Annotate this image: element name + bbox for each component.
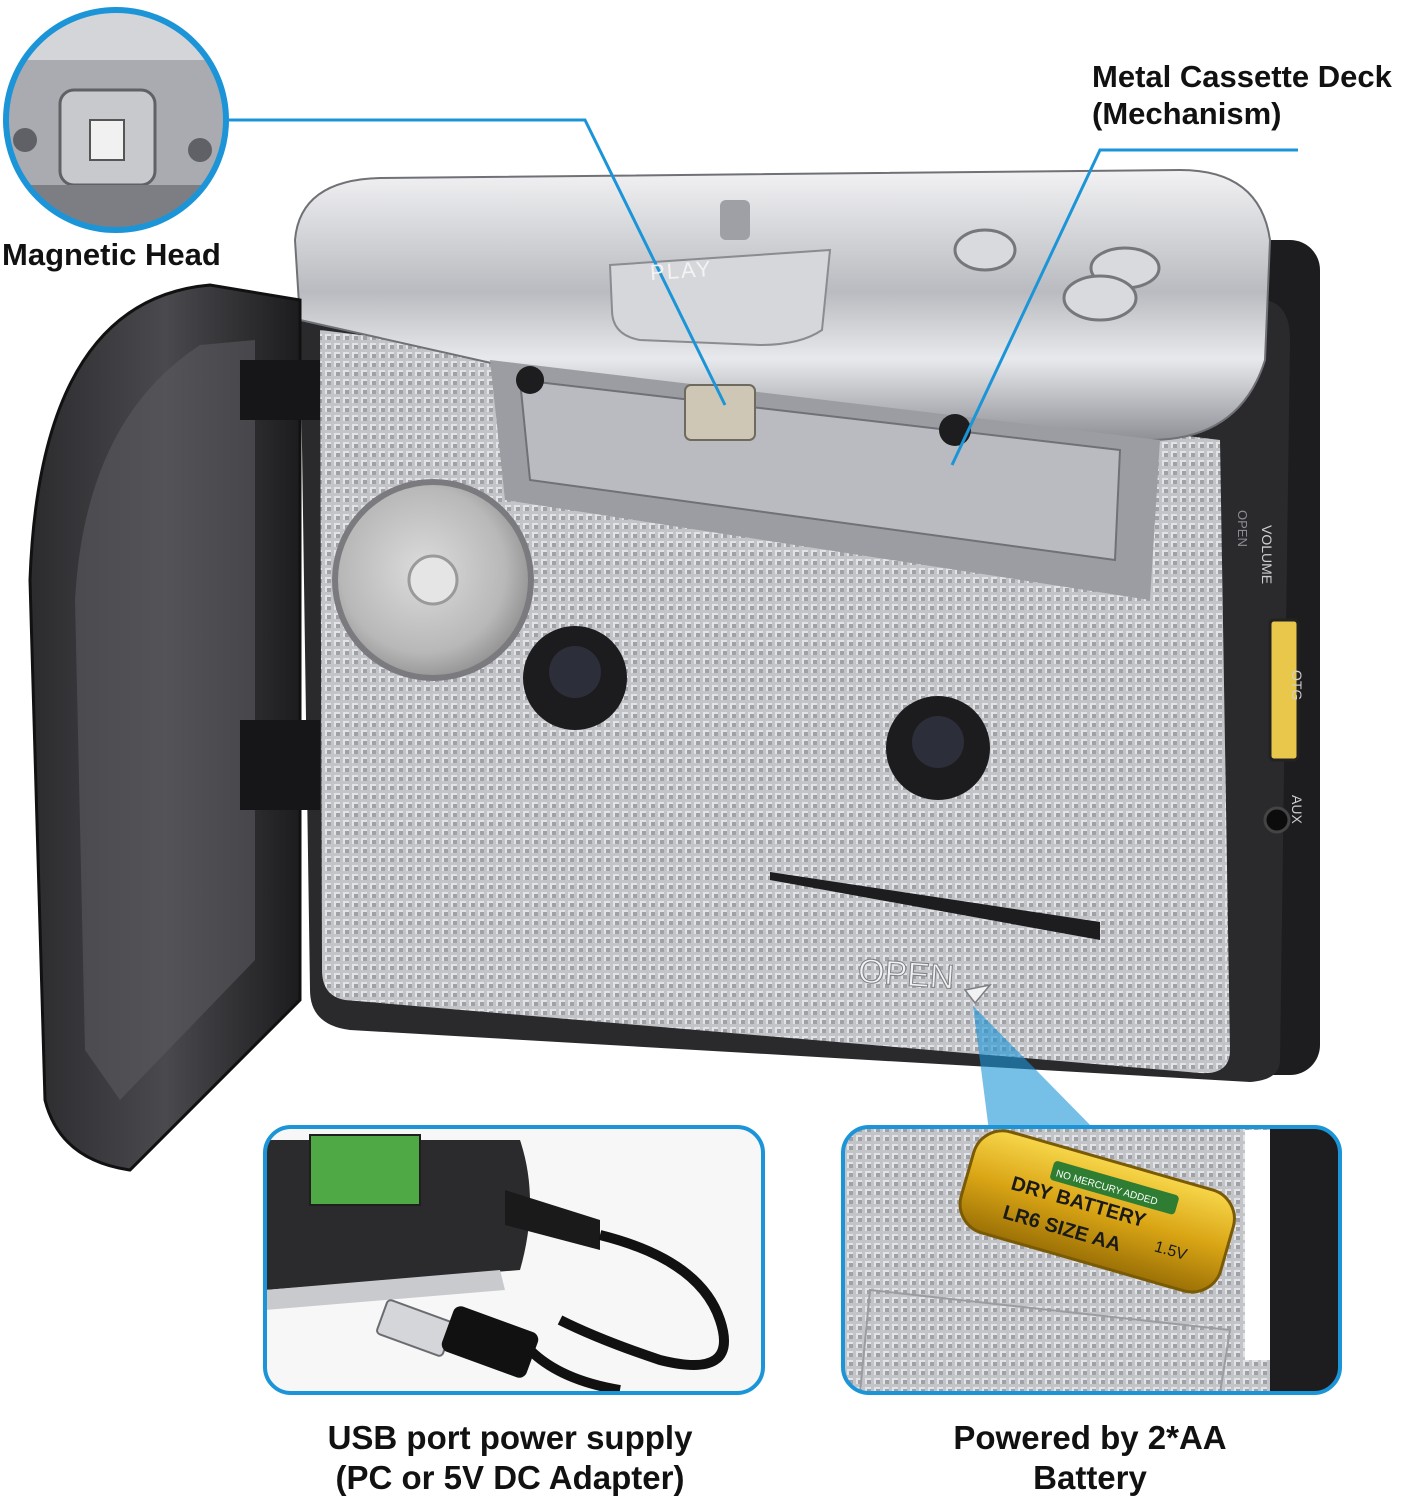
cassette-deck-label-line2: (Mechanism) bbox=[1092, 96, 1282, 132]
battery-power-label-line1: Powered by 2*AA bbox=[953, 1419, 1227, 1456]
magnetic-head-label-text: Magnetic Head bbox=[2, 237, 221, 272]
play-button-marking-text: PLAY bbox=[649, 255, 714, 286]
open-marking: OPEN bbox=[857, 952, 956, 997]
cassette-deck-label: Metal Cassette Deck (Mechanism) bbox=[1092, 58, 1392, 132]
battery-power-label-line2: Battery bbox=[1033, 1458, 1147, 1496]
aa-battery: NO MERCURY ADDED DRY BATTERY 1.5V LR6 SI… bbox=[958, 1129, 1236, 1294]
magnetic-head-inset bbox=[3, 7, 229, 233]
play-button-marking: PLAY bbox=[649, 256, 713, 286]
usb-power-label-line2: (PC or 5V DC Adapter) bbox=[335, 1458, 685, 1496]
aux-marking: AUX bbox=[1289, 795, 1305, 824]
open-side-marking: OPEN bbox=[1235, 510, 1250, 547]
battery-inset: NO MERCURY ADDED DRY BATTERY 1.5V LR6 SI… bbox=[841, 1125, 1342, 1395]
volume-marking: VOLUME bbox=[1259, 525, 1275, 584]
cassette-door bbox=[28, 283, 320, 1172]
battery-power-label: Powered by 2*AA Battery bbox=[900, 1418, 1280, 1497]
otg-marking: OTG bbox=[1289, 670, 1305, 700]
magnetic-head-label: Magnetic Head bbox=[2, 236, 221, 273]
usb-power-inset bbox=[263, 1125, 765, 1395]
battery-leader bbox=[972, 1005, 1094, 1129]
callout-lines bbox=[228, 118, 1298, 1129]
cassette-deck-label-line1: Metal Cassette Deck bbox=[1092, 59, 1392, 94]
usb-power-label: USB port power supply (PC or 5V DC Adapt… bbox=[300, 1418, 720, 1497]
usb-power-label-line1: USB port power supply bbox=[327, 1419, 693, 1456]
cassette-player-body: OPEN VOLUME OTG AUX OPEN bbox=[293, 168, 1320, 1082]
deck-leader bbox=[950, 148, 1298, 466]
magnetic-head-leader bbox=[228, 118, 727, 406]
